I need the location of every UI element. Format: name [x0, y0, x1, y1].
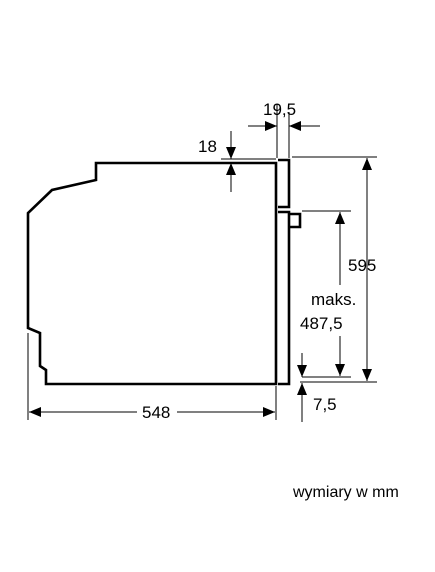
- dim-487-label: 487,5: [300, 314, 343, 333]
- dim-548-label-bg: [137, 401, 177, 423]
- dim-75-arrow-top: [297, 365, 307, 377]
- dim-top-arrow-left: [265, 121, 277, 131]
- oven-door: [278, 158, 291, 386]
- dim-487-arrow-bottom: [335, 364, 345, 376]
- dim-548-arrow-left: [29, 407, 41, 417]
- dim-595-arrow-top: [362, 158, 372, 170]
- oven-body-outline: [26, 161, 278, 386]
- units-caption: wymiary w mm: [292, 484, 399, 501]
- dim-18-label: 18: [198, 137, 217, 156]
- dim-75-label: 7,5: [313, 395, 337, 414]
- dim-top-arrow-right: [289, 121, 301, 131]
- door-handle: [289, 212, 302, 229]
- dim-75-arrow-bottom: [297, 383, 307, 395]
- dim-548-arrow-right: [263, 407, 275, 417]
- dim-487-prefix: maks.: [311, 290, 356, 309]
- dim-top-label: 19,5: [263, 100, 296, 119]
- dim-548-label: 548: [142, 403, 170, 422]
- dim-595-label: 595: [348, 256, 376, 275]
- dim-18-arrow-top: [226, 147, 236, 159]
- dim-18-arrow-bottom: [226, 163, 236, 175]
- dim-487-arrow-top: [335, 212, 345, 224]
- dim-595-arrow-bottom: [362, 369, 372, 381]
